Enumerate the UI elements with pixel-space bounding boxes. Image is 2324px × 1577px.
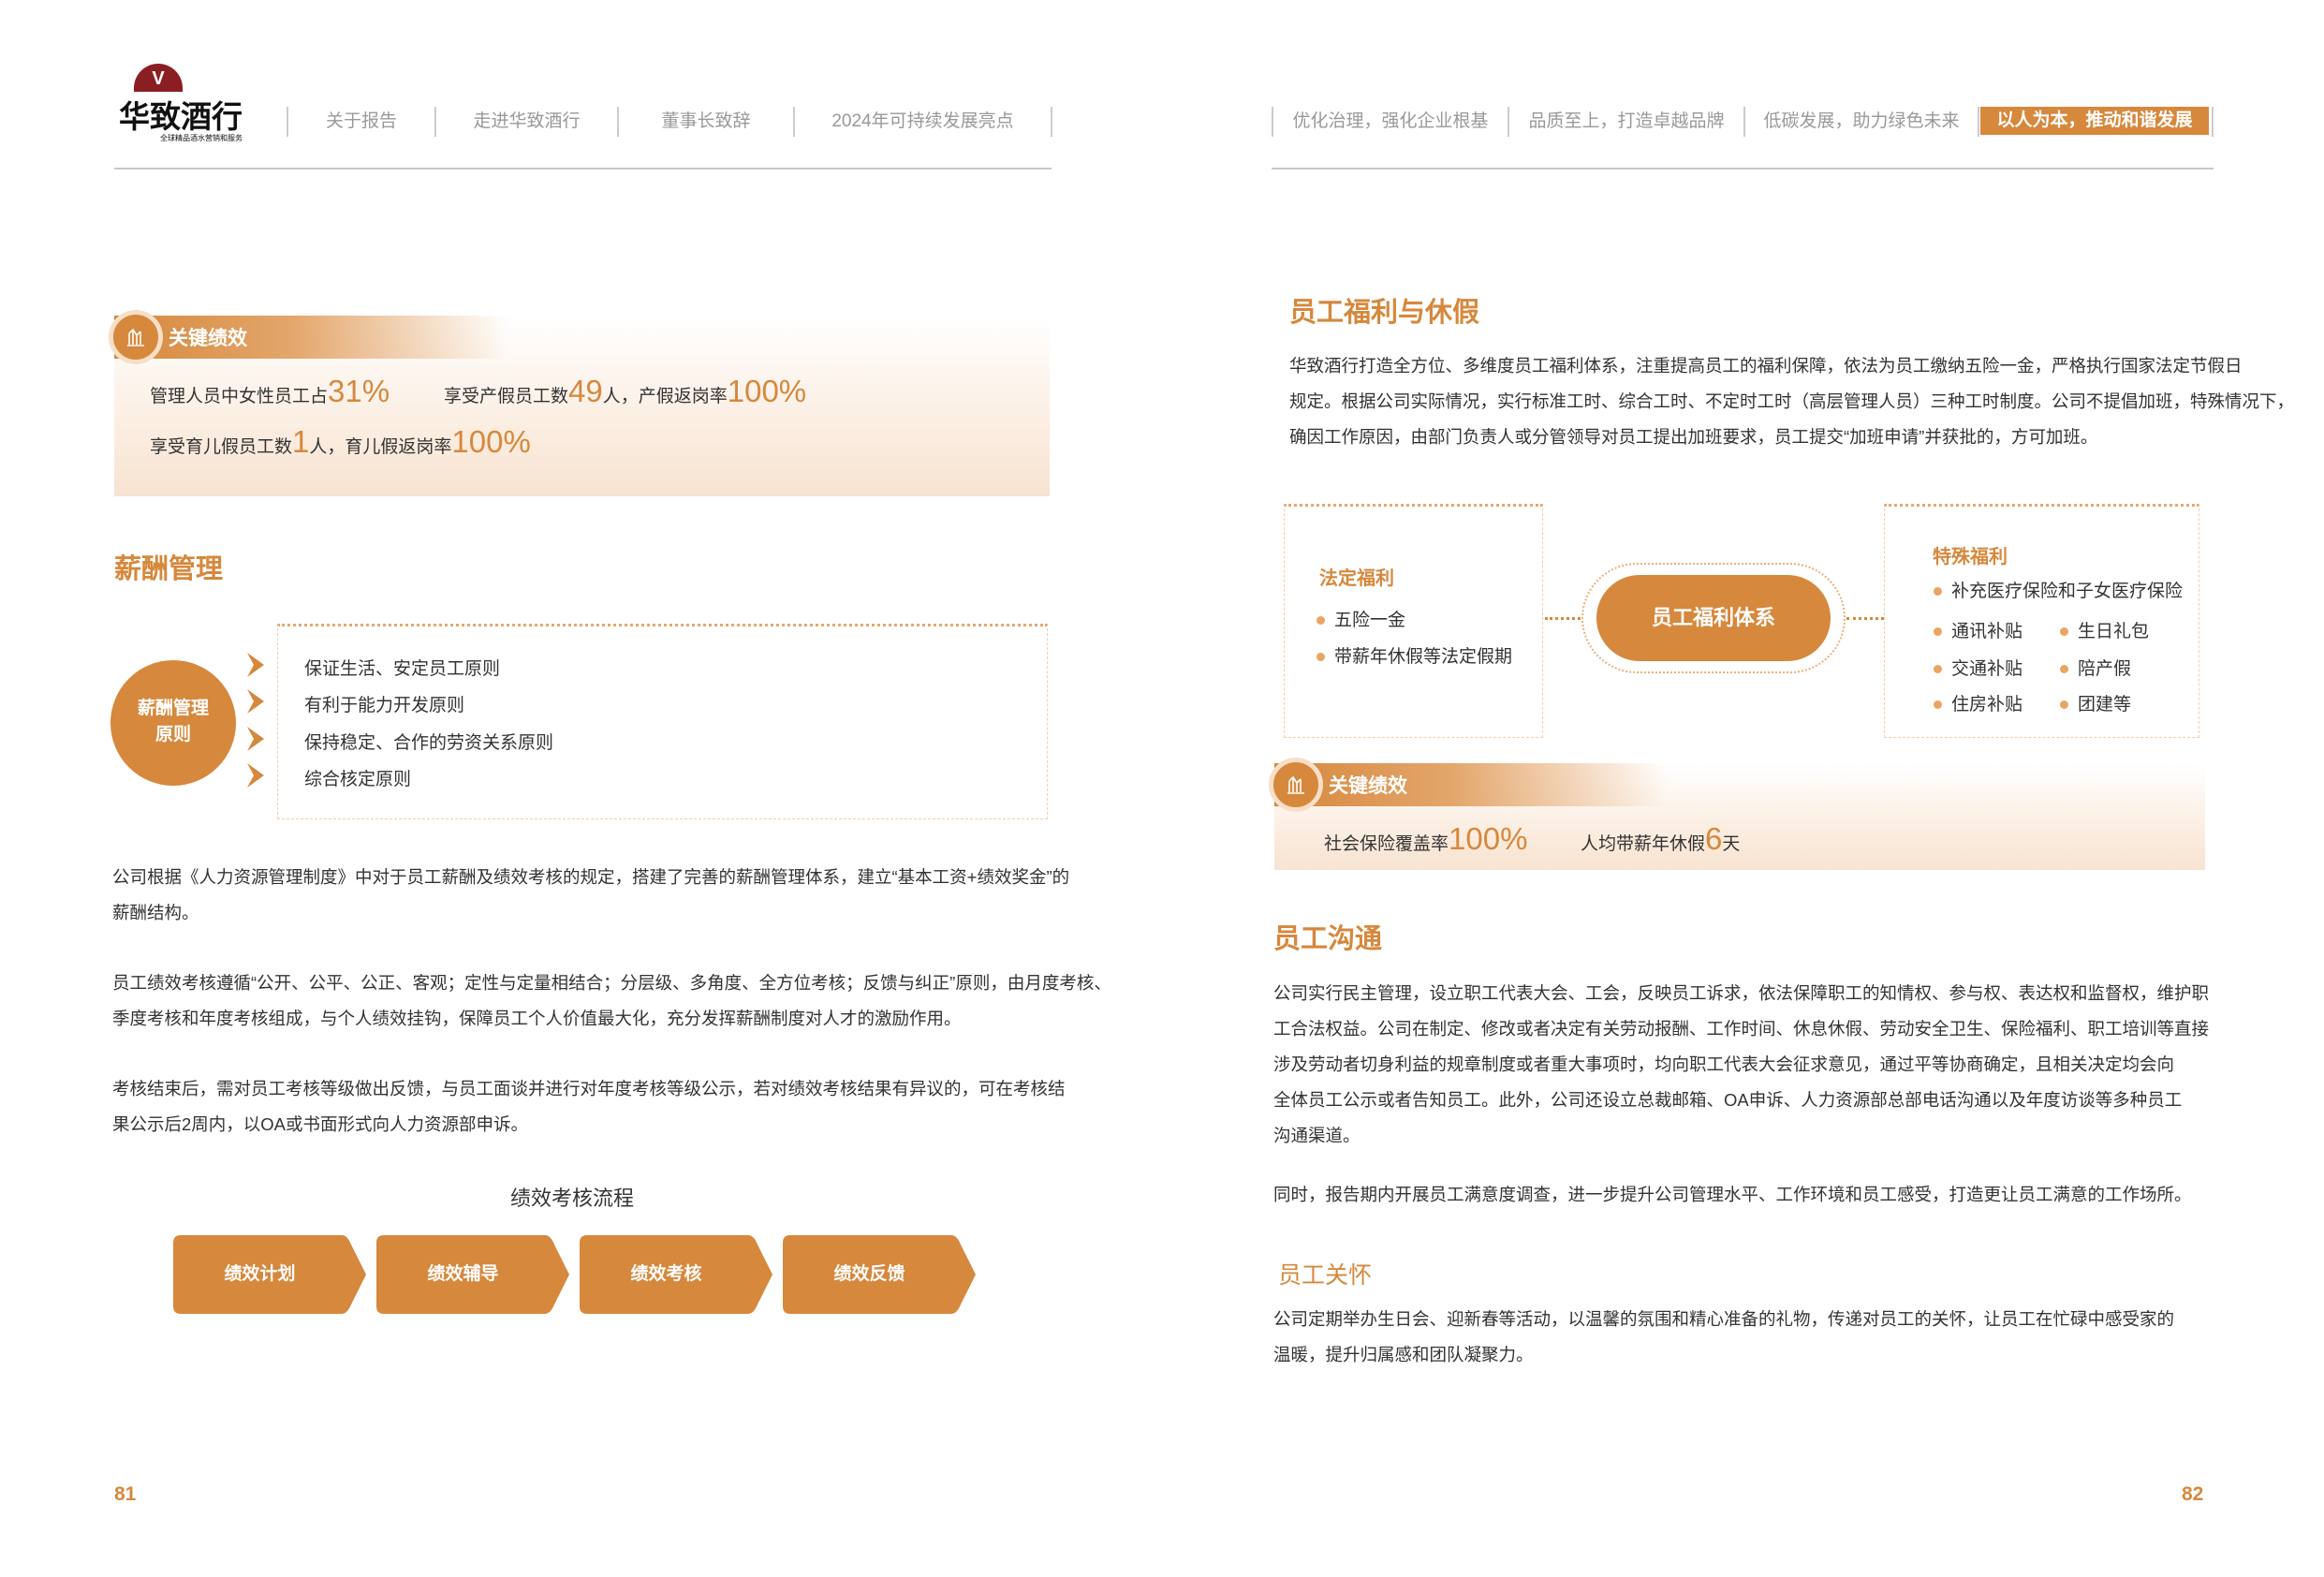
legal-welfare-item: 五险一金 [1316, 606, 1405, 631]
key-performance-banner [114, 316, 507, 359]
center-ring [1581, 563, 1846, 673]
special-welfare-title: 特殊福利 [1933, 547, 2008, 567]
kp-maternity-leave: 享受产假员工数49人，产假返岗率100% [444, 374, 807, 408]
connector-right [1846, 617, 1884, 620]
kp-social-insurance: 社会保险覆盖率100% [1324, 821, 1528, 856]
chevron-right-icon [245, 689, 264, 718]
principles-circle: 薪酬管理 原则 [110, 660, 236, 786]
logo-emblem-icon: V [134, 64, 183, 92]
flow-step-label: 绩效辅导 [427, 1264, 499, 1284]
special-welfare-item: 团建等 [2060, 690, 2131, 715]
flow-step-label: 绩效反馈 [833, 1264, 905, 1284]
salary-heading: 薪酬管理 [114, 554, 224, 584]
welfare-system-center: 员工福利体系 [1596, 575, 1831, 661]
flow-title: 绩效考核流程 [509, 1186, 634, 1210]
kp-female-managers: 管理人员中女性员工占31% [150, 374, 390, 408]
salary-paragraph-1: 公司根据《人力资源管理制度》中对于员工薪酬及绩效考核的规定，搭建了完善的薪酬管理… [112, 867, 1070, 922]
communication-heading: 员工沟通 [1273, 924, 1383, 954]
chevron-right-icon [245, 653, 264, 682]
principle-item: 保证生活、安定员工原则 [304, 659, 501, 679]
nav-divider [617, 107, 619, 137]
special-welfare-item: 通讯补贴 [1934, 617, 2022, 642]
flow-step: 绩效辅导 [376, 1235, 569, 1314]
flow-step-label: 绩效考核 [630, 1264, 702, 1284]
key-performance-panel-right: 关键绩效 社会保险覆盖率100% 人均带薪年休假6天 [1269, 758, 2205, 870]
key-performance-title: 关键绩效 [1329, 775, 1407, 797]
nav-item-about-report[interactable]: 关于报告 [325, 111, 397, 131]
nav-item-chairman[interactable]: 董事长致辞 [661, 111, 751, 131]
flow-step-label: 绩效计划 [224, 1264, 296, 1284]
salary-paragraph-2: 员工绩效考核遵循“公开、公平、公正、客观；定性与定量相结合；分层级、多角度、全方… [112, 973, 1111, 1028]
special-welfare-item: 住房补贴 [1934, 690, 2022, 715]
logo-tagline: 全球精品酒水营销和服务 [160, 134, 243, 142]
special-welfare-item: 陪产假 [2060, 655, 2131, 680]
care-paragraph: 公司定期举办生日会、迎新春等活动，以温馨的氛围和精心准备的礼物，传递对员工的关怀… [1273, 1309, 2175, 1364]
key-performance-panel: 关键绩效 管理人员中女性员工占31% 享受产假员工数49人，产假返岗率100% … [109, 310, 1050, 496]
special-welfare-item: 补充医疗保险和子女医疗保险 [1934, 577, 2183, 602]
special-welfare-item: 生日礼包 [2060, 617, 2149, 642]
kp-annual-leave: 人均带薪年休假6天 [1581, 821, 1741, 856]
special-welfare-item: 交通补贴 [1934, 655, 2022, 680]
principle-item: 综合核定原则 [304, 770, 412, 789]
nav-divider [434, 107, 436, 137]
legal-welfare-box [1284, 504, 1543, 738]
nav-item-quality[interactable]: 品质至上，打造卓越品牌 [1528, 111, 1725, 131]
connector-left [1545, 617, 1581, 620]
welfare-paragraph: 华致酒行打造全方位、多维度员工福利体系，注重提高员工的福利保障，依法为员工缴纳五… [1289, 356, 2295, 447]
nav-divider [1272, 107, 1273, 137]
nav-item-governance[interactable]: 优化治理，强化企业根基 [1292, 111, 1489, 131]
welfare-heading: 员工福利与休假 [1289, 298, 1480, 328]
nav-divider [1508, 107, 1509, 137]
chevron-right-icon [245, 727, 264, 756]
principles-circle-line: 原则 [154, 725, 191, 744]
principles-box [277, 624, 1048, 819]
special-welfare-box [1884, 504, 2199, 738]
nav-divider [287, 107, 288, 137]
header-rule-right [1272, 168, 2214, 169]
chart-icon [109, 310, 163, 364]
nav-item-low-carbon[interactable]: 低碳发展，助力绿色未来 [1763, 111, 1960, 131]
chart-icon [1269, 758, 1323, 812]
care-heading: 员工关怀 [1278, 1262, 1373, 1289]
key-performance-title: 关键绩效 [169, 328, 247, 349]
chevron-right-icon [245, 763, 264, 792]
flow-step: 绩效计划 [173, 1235, 366, 1314]
legal-welfare-item: 带薪年休假等法定假期 [1316, 642, 1512, 668]
principles-circle-line: 薪酬管理 [137, 699, 209, 718]
page-number-right: 82 [2182, 1483, 2204, 1505]
flow-step: 绩效考核 [580, 1235, 772, 1314]
nav-item-people-active[interactable]: 以人为本，推动和谐发展 [1980, 107, 2209, 135]
communication-paragraph-2: 同时，报告期内开展员工满意度调查，进一步提升公司管理水平、工作环境和员工感受，打… [1273, 1185, 2192, 1204]
logo: V 华致酒行 全球精品酒水营销和服务 [119, 64, 250, 142]
nav-divider [793, 107, 795, 137]
kp-parental-leave: 享受育儿假员工数1人，育儿假返岗率100% [150, 424, 531, 459]
logo-name: 华致酒行 [119, 101, 243, 135]
nav-divider [1051, 107, 1052, 137]
nav-divider [1743, 107, 1745, 137]
principle-item: 保持稳定、合作的劳资关系原则 [304, 733, 554, 753]
communication-paragraph: 公司实行民主管理，设立职工代表大会、工会，反映员工诉求，依法保障职工的知情权、参… [1273, 983, 2210, 1145]
nav-divider [2212, 107, 2214, 137]
page-number-left: 81 [114, 1483, 137, 1505]
salary-paragraph-3: 考核结束后，需对员工考核等级做出反馈，与员工面谈并进行对年度考核等级公示，若对绩… [112, 1079, 1066, 1134]
key-performance-banner [1274, 763, 1668, 806]
principle-item: 有利于能力开发原则 [304, 696, 465, 715]
nav-divider [1978, 107, 1979, 137]
header-rule-left [114, 168, 1052, 169]
nav-item-company[interactable]: 走进华致酒行 [473, 111, 581, 131]
legal-welfare-title: 法定福利 [1319, 568, 1394, 589]
nav-item-highlights[interactable]: 2024年可持续发展亮点 [831, 111, 1014, 131]
flow-step: 绩效反馈 [783, 1235, 976, 1314]
